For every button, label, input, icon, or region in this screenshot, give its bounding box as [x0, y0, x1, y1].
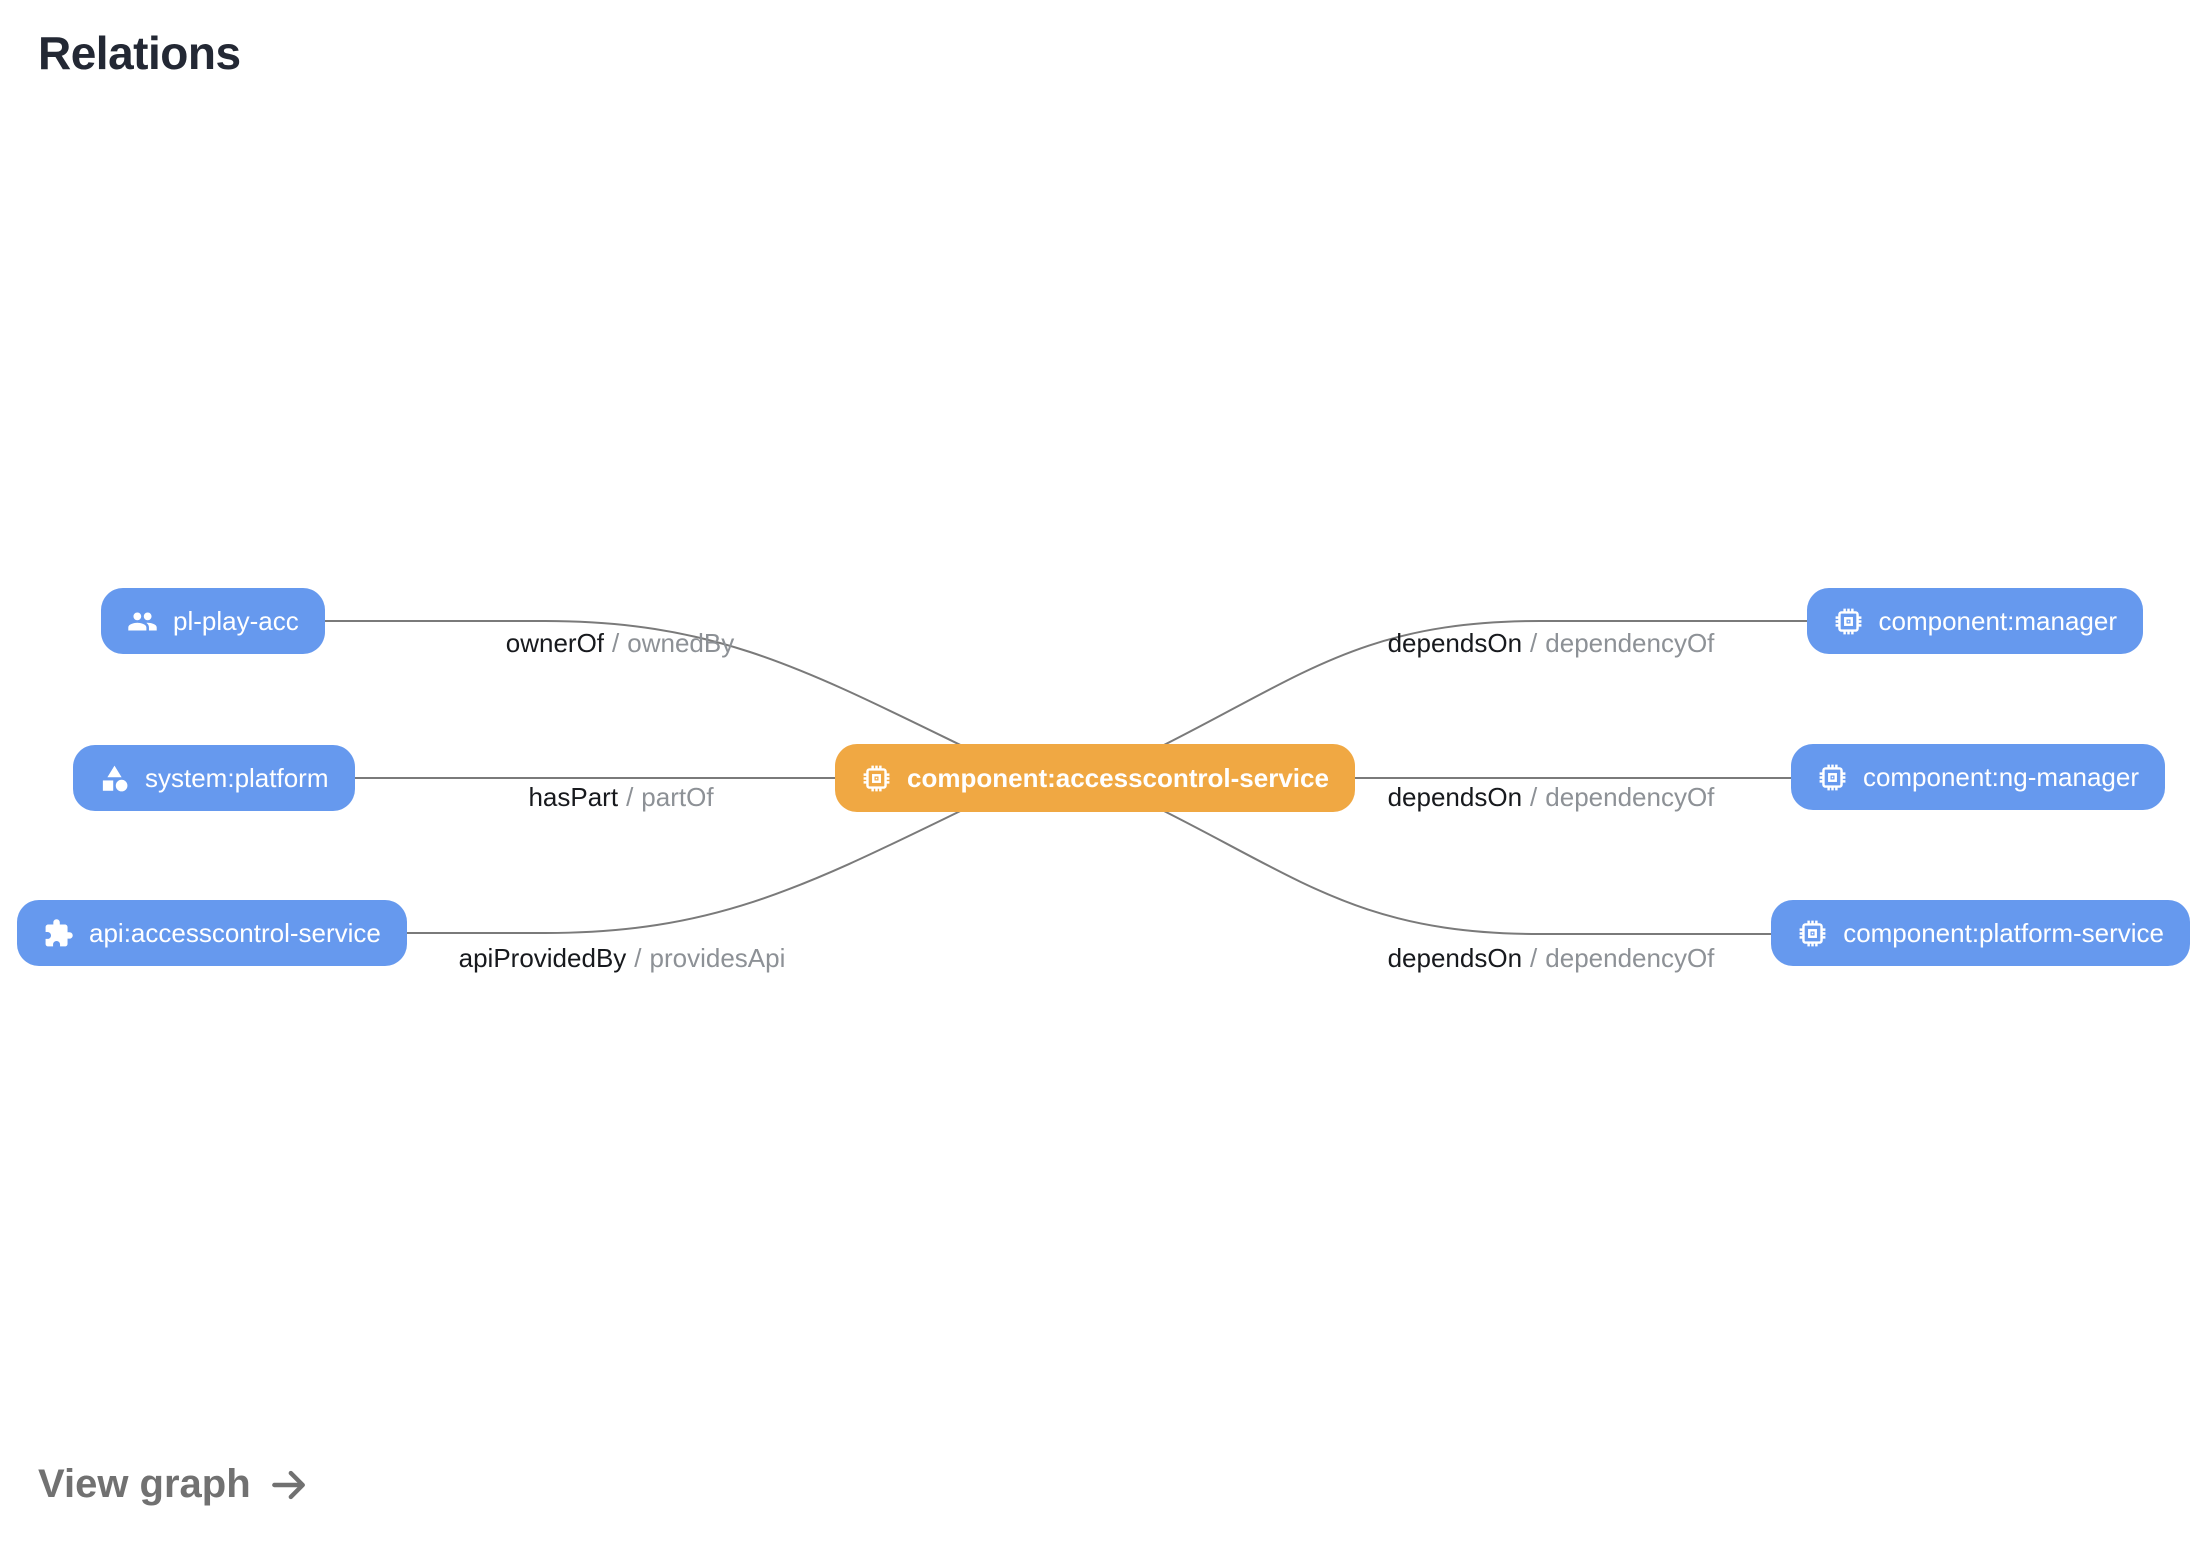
memory-icon — [1797, 918, 1828, 949]
edge-label-dependson-mid: dependsOn/dependencyOf — [1388, 782, 1715, 813]
node-label: pl-play-acc — [173, 605, 299, 636]
edge-label-ownerof: ownerOf/ownedBy — [506, 628, 734, 659]
memory-icon — [1817, 762, 1848, 793]
page-title: Relations — [38, 27, 241, 79]
view-graph-link[interactable]: View graph — [38, 1462, 311, 1507]
relation-separator: / — [612, 628, 620, 658]
node-label: system:platform — [145, 762, 329, 793]
relation-reverse: dependencyOf — [1545, 782, 1715, 812]
relation-reverse: dependencyOf — [1545, 628, 1715, 658]
relation-forward: dependsOn — [1387, 943, 1523, 973]
relation-forward: apiProvidedBy — [458, 943, 627, 973]
relation-separator: / — [1530, 628, 1538, 658]
node-label: component:ng-manager — [1862, 761, 2139, 792]
node-component-manager[interactable]: component:manager — [1806, 588, 2143, 654]
relation-reverse: providesApi — [649, 943, 786, 973]
node-label: component:platform-service — [1843, 917, 2164, 948]
edge-label-haspart: hasPart/partOf — [528, 782, 713, 813]
node-label: component:accesscontrol-service — [907, 762, 1329, 793]
relation-separator: / — [1530, 782, 1538, 812]
relation-reverse: dependencyOf — [1545, 943, 1715, 973]
edge-label-dependson-bottom: dependsOn/dependencyOf — [1388, 943, 1715, 974]
edge-apiprovidedby — [400, 798, 986, 934]
people-icon — [127, 606, 158, 637]
node-system-platform[interactable]: system:platform — [73, 745, 355, 811]
edge-ownerof — [310, 620, 986, 758]
edge-label-dependson-top: dependsOn/dependencyOf — [1388, 628, 1715, 659]
relation-reverse: partOf — [641, 782, 714, 812]
edge-dependson-top — [1149, 620, 1820, 753]
category-icon — [99, 763, 130, 794]
relation-forward: hasPart — [528, 782, 619, 812]
extension-icon — [43, 918, 74, 949]
relation-forward: dependsOn — [1387, 628, 1523, 658]
arrow-right-icon — [267, 1463, 311, 1507]
node-label: api:accesscontrol-service — [89, 917, 381, 948]
node-api-accesscontrol-service[interactable]: api:accesscontrol-service — [17, 900, 407, 966]
edge-dependson-bottom — [1149, 803, 1780, 935]
edge-label-apiprovidedby: apiProvidedBy/providesApi — [459, 943, 786, 974]
relation-reverse: ownedBy — [627, 628, 735, 658]
view-graph-label: View graph — [38, 1462, 251, 1506]
relation-forward: dependsOn — [1387, 782, 1523, 812]
node-component-accesscontrol-service[interactable]: component:accesscontrol-service — [835, 744, 1355, 812]
node-component-ng-manager[interactable]: component:ng-manager — [1790, 744, 2165, 810]
node-label: component:manager — [1878, 605, 2117, 636]
relation-separator: / — [634, 943, 642, 973]
node-component-platform-service[interactable]: component:platform-service — [1771, 900, 2190, 966]
memory-icon — [861, 763, 892, 794]
relation-forward: ownerOf — [505, 628, 605, 658]
memory-icon — [1833, 606, 1864, 637]
relation-separator: / — [1530, 943, 1538, 973]
node-group-pl-play-acc[interactable]: pl-play-acc — [101, 588, 325, 654]
relation-separator: / — [626, 782, 634, 812]
